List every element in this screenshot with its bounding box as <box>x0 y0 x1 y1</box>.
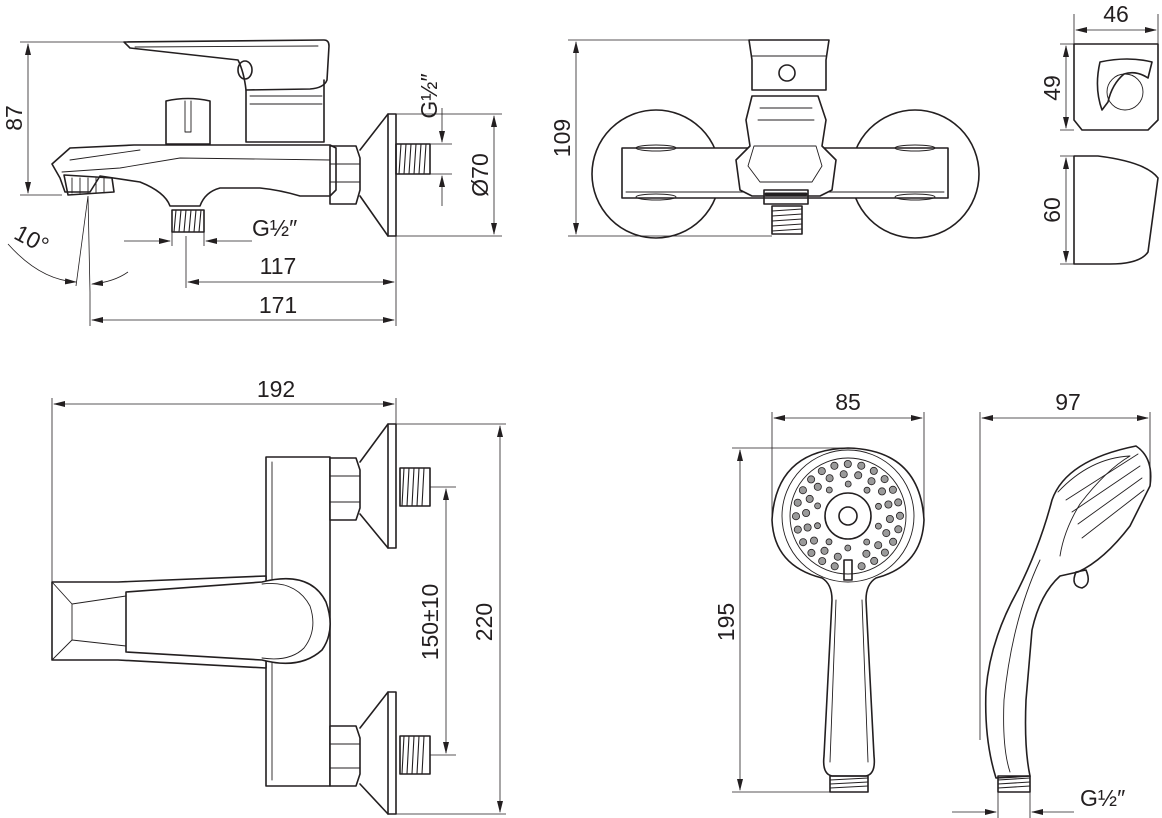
spray-nozzle <box>792 512 801 521</box>
spray-nozzle <box>869 466 878 475</box>
holder-views: 46 49 60 <box>1039 1 1159 265</box>
spray-nozzle <box>814 522 821 530</box>
side-depth-171-label: 171 <box>259 292 297 318</box>
top-depth-label: 220 <box>471 603 497 641</box>
side-head-hose-thread <box>997 775 1031 793</box>
spray-nozzle <box>830 461 839 470</box>
spray-nozzle <box>830 562 839 571</box>
spray-nozzle <box>820 546 829 555</box>
head-center-ring <box>824 492 872 540</box>
spray-nozzle <box>857 562 866 571</box>
side-outlet-thread-label: G½″ <box>252 215 297 241</box>
spray-nozzle <box>814 502 821 510</box>
head-hose-thread <box>829 775 869 793</box>
spray-nozzle <box>894 498 903 507</box>
holder-width-label: 46 <box>1103 1 1129 27</box>
spray-nozzle <box>833 552 842 561</box>
spray-nozzle <box>825 486 833 494</box>
head-selector <box>843 559 853 581</box>
spray-nozzle <box>817 467 826 476</box>
hose-thread-label: G½″ <box>1080 785 1125 811</box>
top-centers-label: 150±10 <box>417 584 443 661</box>
spray-nozzle <box>807 548 816 557</box>
holder-height-top-label: 49 <box>1039 75 1065 101</box>
spray-nozzle <box>813 482 822 491</box>
side-aerator <box>63 174 115 196</box>
top-width-label: 192 <box>257 376 295 402</box>
spray-nozzle <box>875 522 882 530</box>
holder-height-bottom-label: 60 <box>1039 197 1065 223</box>
spray-nozzle <box>825 538 833 546</box>
spray-nozzle <box>885 515 894 524</box>
side-outlet-thread <box>171 209 205 233</box>
side-head-drip <box>1073 569 1090 589</box>
spray-nozzle <box>889 537 898 546</box>
side-depth-117-label: 117 <box>260 253 297 279</box>
shower-head-side-view: 97 G½″ <box>952 389 1152 818</box>
holder-top-view <box>1073 43 1159 131</box>
spray-nozzle <box>799 538 808 547</box>
spray-nozzle <box>818 557 827 566</box>
spray-nozzle <box>875 502 882 510</box>
side-main-body <box>51 144 337 207</box>
spray-nozzle <box>807 475 816 484</box>
spray-nozzle <box>803 523 812 532</box>
head-nozzles <box>792 459 905 571</box>
spray-nozzle <box>793 525 802 534</box>
top-lower-connection <box>329 691 431 815</box>
side-handle-lever <box>123 39 330 91</box>
spray-nozzle <box>844 480 852 488</box>
spray-nozzle <box>870 556 879 565</box>
spray-nozzle <box>810 536 819 545</box>
holder-side-view <box>1073 155 1159 265</box>
spray-nozzle <box>884 500 893 509</box>
side-diverter-knob <box>165 97 211 145</box>
side-head-outline <box>984 445 1152 779</box>
spray-nozzle <box>839 470 848 479</box>
front-view: 109 <box>549 39 980 239</box>
head-width-label: 85 <box>835 389 861 415</box>
spray-nozzle <box>867 477 876 486</box>
side-wall-flange <box>359 113 397 237</box>
top-upper-connection <box>329 423 431 549</box>
spray-nozzle <box>854 471 863 480</box>
spray-nozzle <box>862 549 871 558</box>
spray-nozzle <box>888 485 897 494</box>
side-view: 87 10° G½″ 117 171 G½″ Ø70 <box>1 39 502 326</box>
side-eccentric-thread <box>395 143 431 175</box>
side-cartridge-body <box>245 79 325 143</box>
spray-nozzle <box>863 486 871 494</box>
spray-nozzle <box>882 529 891 538</box>
spray-nozzle <box>843 459 852 468</box>
front-height-label: 109 <box>549 119 575 157</box>
spray-nozzle <box>805 494 814 503</box>
side-flange-diameter-label: Ø70 <box>467 153 493 196</box>
head-outline <box>771 447 925 777</box>
spray-nozzle <box>894 525 903 534</box>
spray-nozzle <box>863 538 871 546</box>
head-length-label: 195 <box>713 603 739 641</box>
side-head-depth-label: 97 <box>1055 389 1081 415</box>
spray-nozzle <box>896 511 905 520</box>
spray-nozzle <box>874 541 883 550</box>
spray-nozzle <box>857 461 866 470</box>
spray-nozzle <box>880 548 889 557</box>
top-view: 192 150±10 220 <box>51 376 506 815</box>
side-hex-nut <box>329 145 361 205</box>
side-height-label: 87 <box>1 105 27 131</box>
spray-nozzle <box>802 508 811 517</box>
spray-nozzle <box>825 474 834 483</box>
front-outlet-thread <box>771 205 803 235</box>
spray-nozzle <box>880 475 889 484</box>
top-handle <box>125 578 331 665</box>
side-inlet-thread-label: G½″ <box>416 73 442 118</box>
spray-nozzle <box>793 498 802 507</box>
spray-nozzle <box>878 487 887 496</box>
spray-nozzle <box>798 486 807 495</box>
shower-head-front-view: 85 195 <box>713 389 925 793</box>
spray-nozzle <box>844 544 852 552</box>
front-aerator <box>763 189 809 205</box>
